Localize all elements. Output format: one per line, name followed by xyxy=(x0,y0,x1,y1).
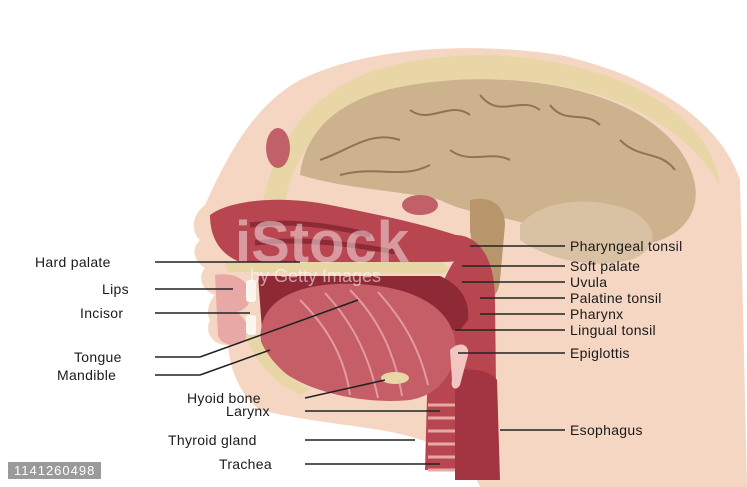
label-hard-palate: Hard palate xyxy=(35,254,111,270)
label-trachea: Trachea xyxy=(219,456,272,472)
label-larynx: Larynx xyxy=(226,403,270,419)
label-soft-palate: Soft palate xyxy=(570,258,640,274)
label-incisor: Incisor xyxy=(80,305,123,321)
label-uvula: Uvula xyxy=(570,274,607,290)
esophagus-tube xyxy=(455,369,500,480)
label-esophagus: Esophagus xyxy=(570,422,643,438)
label-mandible: Mandible xyxy=(57,367,116,383)
stock-id-badge: 1141260498 xyxy=(8,462,101,479)
watermark-credit: by Getty Images xyxy=(250,266,381,286)
label-pharynx: Pharynx xyxy=(570,306,623,322)
label-pharyngeal-tonsil: Pharyngeal tonsil xyxy=(570,238,683,254)
frontal-sinus xyxy=(266,128,290,168)
label-lingual-tonsil: Lingual tonsil xyxy=(570,322,656,338)
label-thyroid-gland: Thyroid gland xyxy=(168,432,257,448)
label-tongue: Tongue xyxy=(74,349,122,365)
lower-incisor xyxy=(246,315,256,335)
hyoid-bone-shape xyxy=(381,372,409,384)
label-lips: Lips xyxy=(102,281,129,297)
label-epiglottis: Epiglottis xyxy=(570,345,630,361)
label-palatine-tonsil: Palatine tonsil xyxy=(570,290,662,306)
